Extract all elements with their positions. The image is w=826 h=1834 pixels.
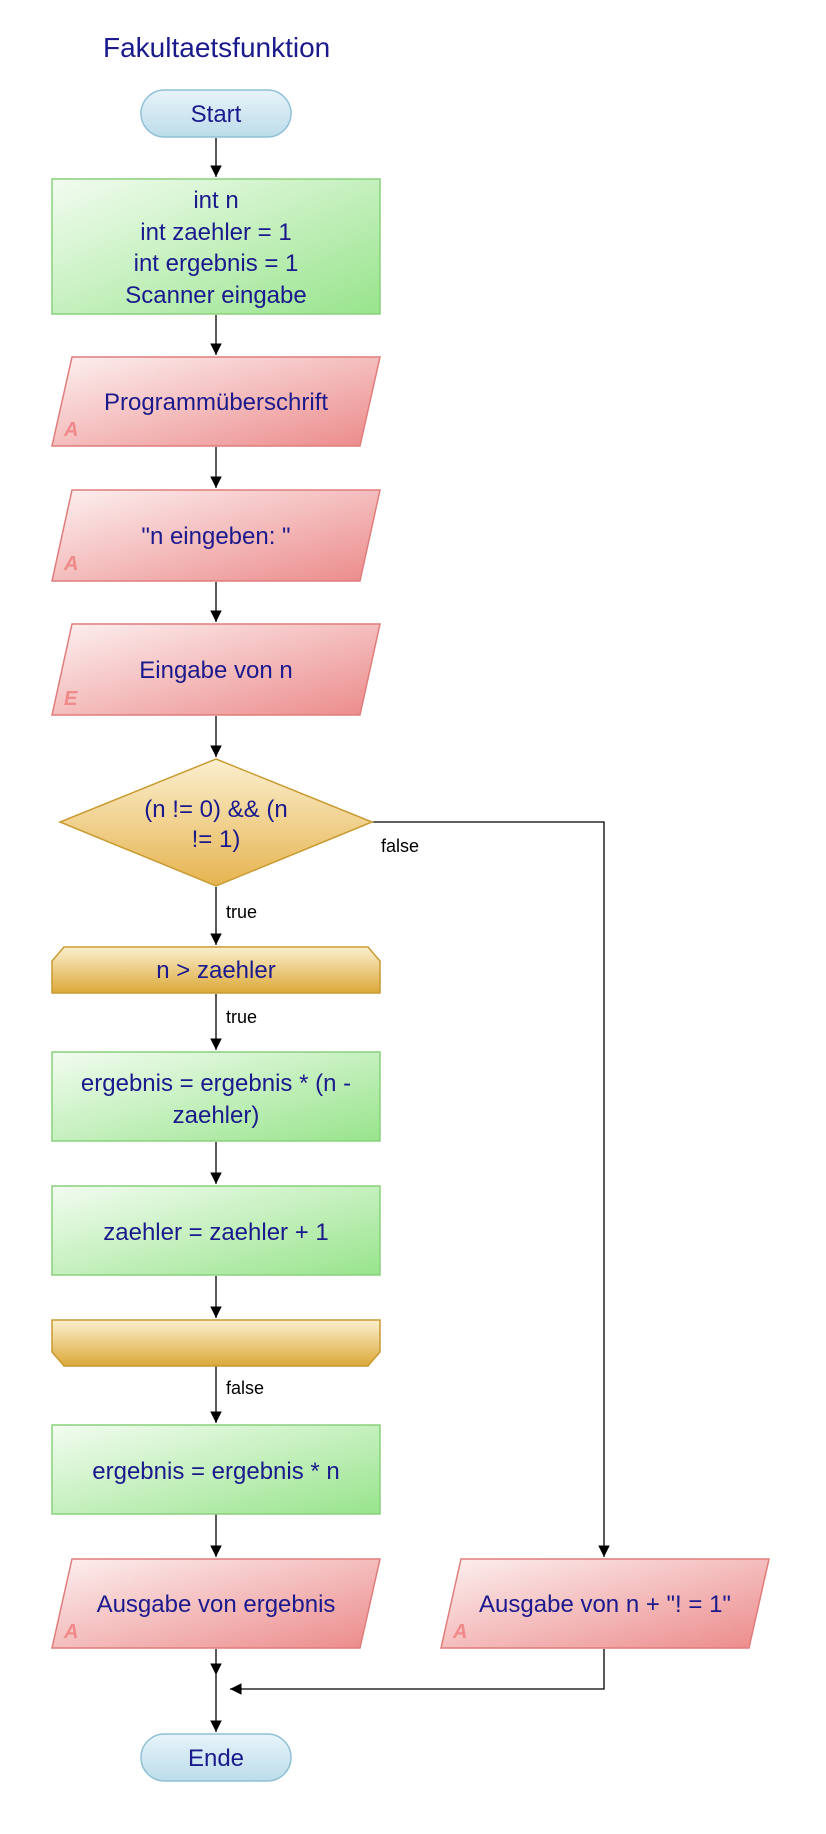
start-label: Start: [191, 101, 242, 128]
edge-label-cond-true: true: [226, 902, 257, 922]
connectors: [210, 138, 610, 1732]
loop-head-label: n > zaehler: [156, 957, 275, 984]
edge-label-loop-true: true: [226, 1007, 257, 1027]
io-tag-output: A: [452, 1621, 467, 1643]
output-heading-label: Programmüberschrift: [104, 389, 328, 416]
diagram-title: Fakultaetsfunktion: [103, 32, 330, 63]
output-heading: A Programmüberschrift: [51, 356, 381, 447]
io-tag-output: A: [63, 1621, 78, 1643]
output-prompt-label: "n eingeben: ": [141, 523, 290, 550]
condition-line-2: != 1): [192, 826, 241, 853]
output-one: A Ausgabe von n + "! = 1": [440, 1558, 770, 1649]
end-label: Ende: [188, 1745, 244, 1772]
output-result: A Ausgabe von ergebnis: [51, 1558, 381, 1649]
calc-ergebnis-final: ergebnis = ergebnis * n: [51, 1424, 381, 1515]
decision-condition: (n != 0) && (n != 1): [58, 758, 374, 887]
increment-zaehler: zaehler = zaehler + 1: [51, 1185, 381, 1276]
edge-label-cond-false: false: [381, 836, 419, 856]
loop-head: n > zaehler: [51, 946, 381, 994]
output-result-label: Ausgabe von ergebnis: [97, 1591, 336, 1618]
declaration-process: int n int zaehler = 1 int ergebnis = 1 S…: [51, 178, 381, 315]
loop-end: [51, 1319, 381, 1367]
incr-label: zaehler = zaehler + 1: [103, 1219, 328, 1246]
condition-line-1: (n != 0) && (n: [144, 796, 287, 823]
input-n: E Eingabe von n: [51, 623, 381, 716]
calc1-line-2: zaehler): [173, 1102, 260, 1129]
edge-out-one-merge: [230, 1649, 605, 1695]
input-n-label: Eingabe von n: [139, 657, 292, 684]
decl-line-1: int n: [193, 187, 238, 214]
io-tag-output: A: [63, 419, 78, 441]
output-one-label: Ausgabe von n + "! = 1": [479, 1591, 731, 1618]
calc2-label: ergebnis = ergebnis * n: [92, 1458, 340, 1485]
start-terminal: Start: [140, 89, 292, 138]
io-tag-input: E: [64, 688, 78, 710]
edge-cond-false: [372, 821, 610, 1557]
decl-line-4: Scanner eingabe: [125, 282, 306, 309]
edge-label-loop-false: false: [226, 1378, 264, 1398]
calc-ergebnis-loop: ergebnis = ergebnis * (n - zaehler): [51, 1051, 381, 1142]
decl-line-3: int ergebnis = 1: [134, 250, 299, 277]
calc1-line-1: ergebnis = ergebnis * (n -: [81, 1070, 351, 1097]
output-prompt: A "n eingeben: ": [51, 489, 381, 582]
decl-line-2: int zaehler = 1: [140, 219, 291, 246]
io-tag-output: A: [63, 553, 78, 575]
end-terminal: Ende: [140, 1733, 292, 1782]
